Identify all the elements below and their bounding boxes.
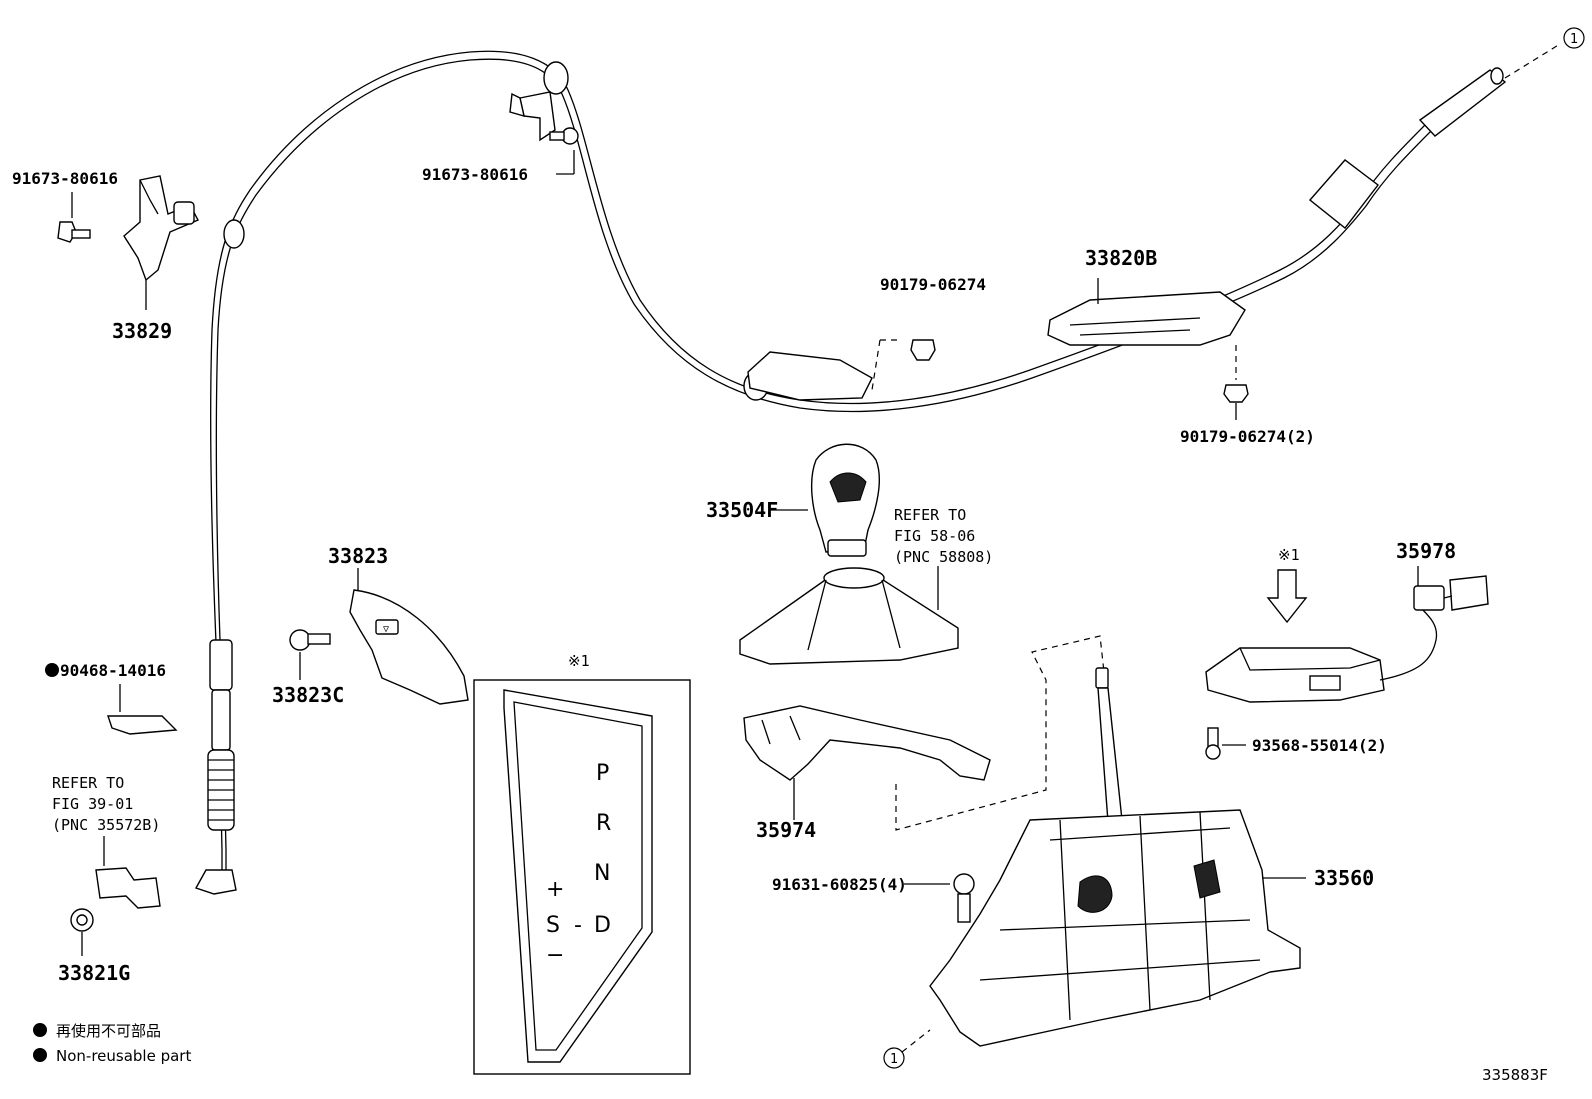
ref-fig58-line1: REFER TO <box>894 506 966 524</box>
legend-dot-jp <box>33 1023 47 1037</box>
part-top-bracket <box>509 91 556 142</box>
part-33821g-nut <box>70 908 94 956</box>
part-91673-bolt-left <box>57 192 91 243</box>
label-33560: 33560 <box>1314 866 1374 890</box>
part-35974-housing <box>743 705 991 820</box>
label-91673-80616-right: 91673-80616 <box>422 165 528 184</box>
dashed-35974-to-33560 <box>895 635 1107 831</box>
label-33829: 33829 <box>112 319 172 343</box>
ref-fig39-line2: FIG 39-01 <box>52 795 133 813</box>
label-35978: 35978 <box>1396 539 1456 563</box>
gate-minus: − <box>546 943 564 968</box>
gate-letter-d: D <box>594 913 611 938</box>
part-90468-clip <box>107 684 178 735</box>
part-91673-bolt-right <box>549 127 579 175</box>
label-90468-14016: 90468-14016 <box>60 661 166 680</box>
gate-letter-s: S <box>546 913 560 938</box>
note-mark-gate: ※1 <box>568 652 590 670</box>
ref-fig39-line3: (PNC 35572B) <box>52 816 160 834</box>
part-33823-plate: ▽ <box>349 568 469 705</box>
label-33823c: 33823C <box>272 683 344 707</box>
part-fig39-bracket <box>95 867 161 909</box>
svg-text:▽: ▽ <box>383 624 389 635</box>
note-mark-arrow: ※1 <box>1278 546 1300 564</box>
label-93568-55014-2: 93568-55014(2) <box>1252 736 1387 755</box>
diagram-id: 335883F <box>1482 1066 1548 1084</box>
marker-circle-1-top: 1 <box>1504 27 1585 79</box>
label-33823: 33823 <box>328 544 388 568</box>
gate-plus: + <box>546 877 564 902</box>
label-33821g: 33821G <box>58 961 130 985</box>
legend-item-jp: 再使用不可部品 <box>56 1022 161 1040</box>
non-reusable-dot-90468 <box>45 663 59 677</box>
ref-fig39-line1: REFER TO <box>52 774 124 792</box>
cable-bracket-middle <box>747 351 873 401</box>
marker-circle-1-top-text: 1 <box>1570 32 1578 47</box>
part-33504f-shift-knob <box>770 443 880 557</box>
ref-fig-39-01: REFER TO FIG 39-01 (PNC 35572B) <box>52 774 160 866</box>
label-35974: 35974 <box>756 818 816 842</box>
marker-circle-1-bottom: 1 <box>883 1029 931 1069</box>
gate-dash: - <box>574 913 582 938</box>
ref-fig-58-06: REFER TO FIG 58-06 (PNC 58808) <box>894 506 993 610</box>
part-35978-wire-harness <box>1379 566 1489 681</box>
label-33820b: 33820B <box>1085 246 1157 270</box>
label-91673-80616-left: 91673-80616 <box>12 169 118 188</box>
marker-circle-1-bottom-text: 1 <box>890 1052 898 1067</box>
ref-fig58-line3: (PNC 58808) <box>894 548 993 566</box>
shift-gate-panel: ※1 P R N D - S + − <box>473 652 691 1075</box>
label-91631-60825-4: 91631-60825(4) <box>772 875 907 894</box>
gate-letter-p: P <box>596 761 609 786</box>
part-91631-bolt <box>904 873 975 923</box>
part-90179-clip-lower <box>1223 345 1249 420</box>
label-90179-06274-2: 90179-06274(2) <box>1180 427 1315 446</box>
part-93568-screw <box>1205 727 1246 760</box>
part-33829-bracket <box>123 175 199 310</box>
part-33823c-bolt <box>289 629 331 680</box>
part-indicator-housing <box>1205 647 1385 703</box>
gate-letter-n: N <box>594 861 610 886</box>
legend: 再使用不可部品 Non-reusable part <box>33 1022 191 1065</box>
part-shift-boot <box>739 567 959 665</box>
label-90179-06274: 90179-06274 <box>880 275 986 294</box>
part-33820b-grommet <box>1047 278 1246 346</box>
gate-letter-r: R <box>596 811 611 836</box>
part-33560-shift-assembly <box>929 667 1306 1047</box>
legend-item-en: Non-reusable part <box>56 1047 191 1065</box>
part-90179-clip-upper <box>871 339 936 391</box>
ref-fig58-line2: FIG 58-06 <box>894 527 975 545</box>
arrow-down-icon <box>1266 569 1308 624</box>
label-33504f: 33504F <box>706 498 778 522</box>
legend-dot-en <box>33 1048 47 1062</box>
